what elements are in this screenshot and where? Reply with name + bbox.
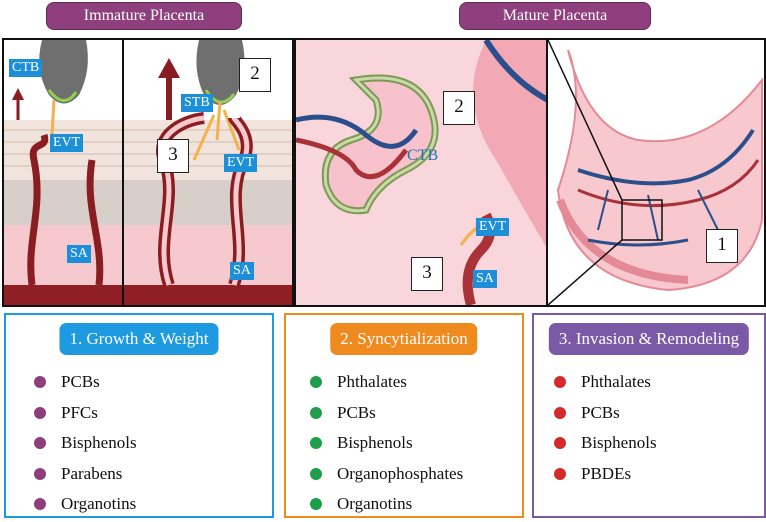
ctb-label: CTB xyxy=(407,147,439,164)
list-item: PBDEs xyxy=(554,459,657,490)
mature-panel-villus: CTB EVT SA 2 3 xyxy=(294,38,550,307)
stb-label: STB xyxy=(181,94,213,112)
bullet-dot xyxy=(310,437,322,449)
immature-placenta-header: Immature Placenta xyxy=(46,2,242,30)
evt-label: EVT xyxy=(224,154,258,172)
number-3-label: 3 xyxy=(157,139,189,173)
number-3-label: 3 xyxy=(411,257,443,291)
growth-weight-title: 1. Growth & Weight xyxy=(59,323,219,355)
number-2-label: 2 xyxy=(443,91,475,125)
list-item: PCBs xyxy=(554,398,657,429)
list-item: PFCs xyxy=(34,398,137,429)
list-item: Bisphenols xyxy=(34,428,137,459)
number-1-label: 1 xyxy=(706,229,738,263)
bullet-dot xyxy=(554,406,566,419)
syncytialization-box: 2. Syncytialization Phthalates PCBs Bisp… xyxy=(284,313,524,518)
growth-weight-box: 1. Growth & Weight PCBs PFCs Bisphenols … xyxy=(4,313,274,518)
bullet-dot xyxy=(34,467,46,480)
list-item: Organophosphates xyxy=(310,459,463,490)
sa-label: SA xyxy=(230,262,254,280)
list-item: PCBs xyxy=(310,398,463,429)
list-item: Organotins xyxy=(34,489,137,520)
immature-panel-invasion: STB EVT SA 2 3 xyxy=(122,38,294,307)
bullet-dot xyxy=(310,406,322,419)
list-item: Phthalates xyxy=(310,367,463,398)
bullet-dot xyxy=(310,498,322,510)
bullet-dot xyxy=(34,376,46,388)
bullet-dot xyxy=(34,437,46,449)
immature-panel-early: CTB EVT SA xyxy=(2,38,126,307)
bullet-dot xyxy=(554,467,566,480)
invasion-remodeling-box: 3. Invasion & Remodeling Phthalates PCBs… xyxy=(532,313,766,518)
immature-early-illustration xyxy=(4,40,124,305)
list-item: PCBs xyxy=(34,367,137,398)
syncytialization-title: 2. Syncytialization xyxy=(330,323,478,355)
sa-label: SA xyxy=(67,245,91,263)
evt-label: EVT xyxy=(476,218,510,236)
ctb-label: CTB xyxy=(9,59,43,77)
bullet-dot xyxy=(34,406,46,419)
growth-weight-list: PCBs PFCs Bisphenols Parabens Organotins xyxy=(34,367,137,520)
list-item: Organotins xyxy=(310,489,463,520)
list-item: Phthalates xyxy=(554,367,657,398)
bullet-dot xyxy=(554,376,566,388)
list-item: Bisphenols xyxy=(310,428,463,459)
invasion-remodeling-title: 3. Invasion & Remodeling xyxy=(548,323,750,355)
mature-placenta-header: Mature Placenta xyxy=(459,2,651,30)
invasion-remodeling-list: Phthalates PCBs Bisphenols PBDEs xyxy=(554,367,657,489)
number-2-label: 2 xyxy=(239,58,271,92)
syncytialization-list: Phthalates PCBs Bisphenols Organophospha… xyxy=(310,367,463,520)
list-item: Bisphenols xyxy=(554,428,657,459)
bullet-dot xyxy=(310,376,322,388)
mature-panel-overview: 1 xyxy=(546,38,766,307)
sa-label: SA xyxy=(473,270,497,288)
evt-label: EVT xyxy=(50,134,84,152)
list-item: Parabens xyxy=(34,459,137,490)
bullet-dot xyxy=(34,498,46,510)
mature-overview-illustration xyxy=(548,40,764,305)
bullet-dot xyxy=(310,467,322,480)
bullet-dot xyxy=(554,437,566,449)
